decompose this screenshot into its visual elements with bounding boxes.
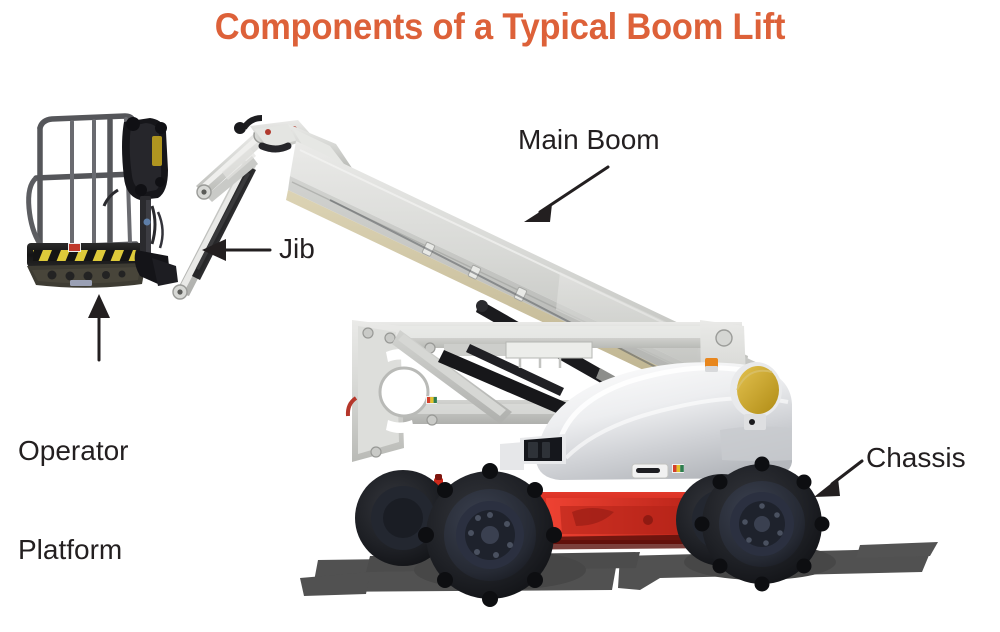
beacon-light	[705, 358, 718, 372]
figure-canvas: Components of a Typical Boom Lift	[18, 6, 966, 607]
tire-near-right	[694, 456, 830, 592]
boom-lift-illustration	[26, 113, 938, 607]
arrow-main-boom	[524, 165, 610, 222]
page-title: Components of a Typical Boom Lift	[214, 6, 786, 47]
jib-arm	[172, 115, 314, 300]
arrow-chassis	[814, 459, 864, 497]
boom-underside	[286, 190, 738, 414]
tire-near-left	[418, 463, 562, 607]
callout-arrows	[88, 165, 864, 497]
control-console	[122, 117, 168, 200]
riser-bore	[378, 366, 430, 418]
operator-platform	[26, 113, 178, 288]
hazard-stripe	[33, 250, 137, 261]
fuel-tank-cap	[730, 362, 782, 430]
arrow-jib	[202, 239, 272, 261]
label-jib: Jib	[279, 233, 315, 264]
wheels	[355, 456, 830, 607]
label-operator-platform-line2: Platform	[18, 534, 123, 566]
label-operator-platform: Operator Platform	[18, 368, 129, 632]
label-main-boom: Main Boom	[518, 124, 660, 155]
label-chassis: Chassis	[866, 442, 966, 473]
arrow-operator-platform	[88, 294, 110, 362]
turret-cowling	[500, 358, 792, 480]
label-operator-platform-line1: Operator	[18, 435, 129, 467]
